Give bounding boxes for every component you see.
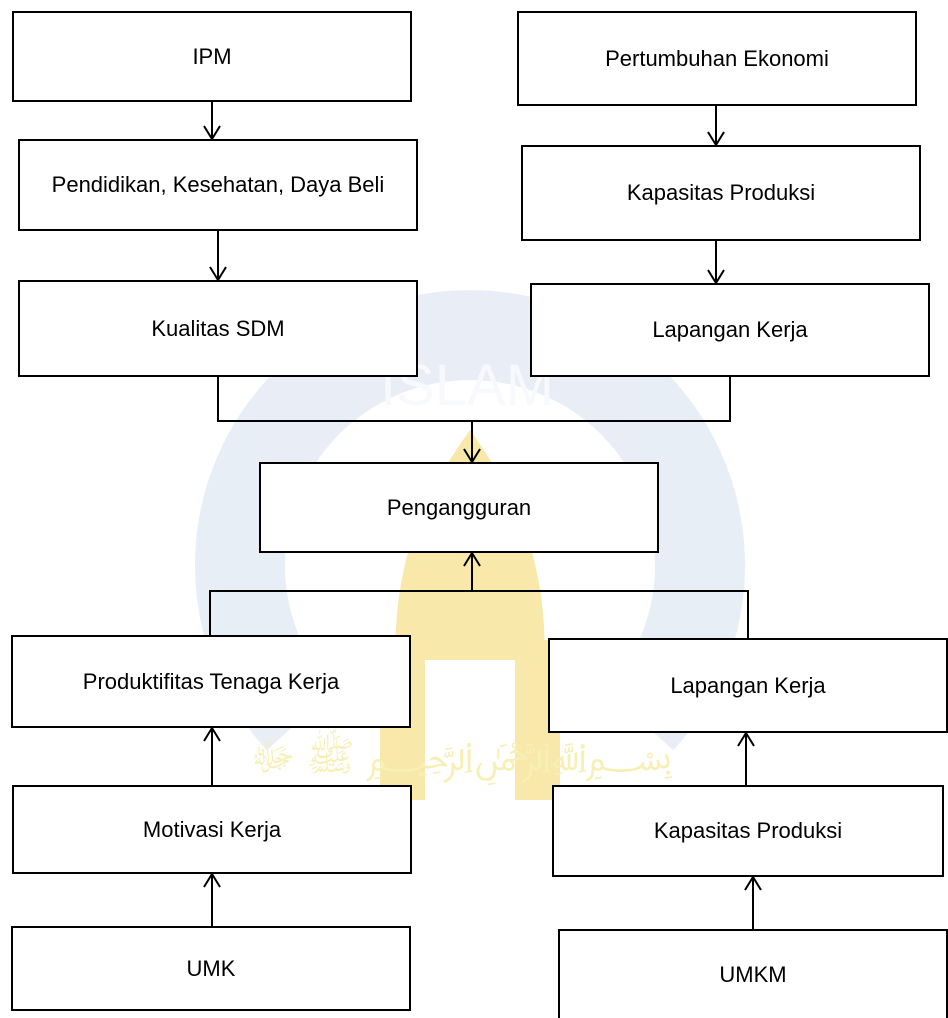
box-ipm: IPM — [12, 11, 412, 102]
box-umkm-label: UMKM — [719, 961, 787, 987]
box-pendidikan-label: Pendidikan, Kesehatan, Daya Beli — [51, 172, 385, 197]
box-produktifitas-tenaga-kerja: Produktifitas Tenaga Kerja — [11, 635, 411, 728]
box-pendidikan-kesehatan-daya-beli: Pendidikan, Kesehatan, Daya Beli — [18, 139, 418, 231]
box-umk-label: UMK — [186, 955, 236, 981]
box-kualitas-sdm: Kualitas SDM — [18, 280, 418, 377]
svg-text:ﷺ ﷻ ﷽: ﷺ ﷻ ﷽ — [250, 727, 673, 786]
box-motivasi-label: Motivasi Kerja — [142, 816, 282, 842]
box-lapangan-top-label: Lapangan Kerja — [652, 317, 808, 342]
box-kapasitas-bottom-label: Kapasitas Produksi — [653, 818, 843, 843]
box-umk: UMK — [11, 926, 411, 1011]
box-lapangan-bottom-label: Lapangan Kerja — [670, 672, 826, 698]
box-pengangguran-label: Pengangguran — [386, 494, 532, 520]
box-kualitas-sdm-label: Kualitas SDM — [151, 315, 285, 341]
box-pertumbuhan-label: Pertumbuhan Ekonomi — [605, 45, 829, 71]
box-motivasi-kerja: Motivasi Kerja — [12, 785, 412, 874]
box-kapasitas-top-label: Kapasitas Produksi — [626, 180, 816, 205]
box-produktifitas-label: Produktifitas Tenaga Kerja — [82, 668, 340, 694]
box-ipm-label: IPM — [192, 43, 232, 69]
box-lapangan-kerja-bottom: Lapangan Kerja — [548, 638, 948, 733]
box-kapasitas-produksi-top: Kapasitas Produksi — [521, 145, 921, 241]
box-umkm: UMKM — [558, 929, 948, 1018]
box-lapangan-kerja-top: Lapangan Kerja — [530, 283, 930, 377]
box-kapasitas-produksi-bottom: Kapasitas Produksi — [552, 785, 944, 877]
box-pengangguran: Pengangguran — [259, 462, 659, 553]
box-pertumbuhan-ekonomi: Pertumbuhan Ekonomi — [517, 11, 917, 106]
